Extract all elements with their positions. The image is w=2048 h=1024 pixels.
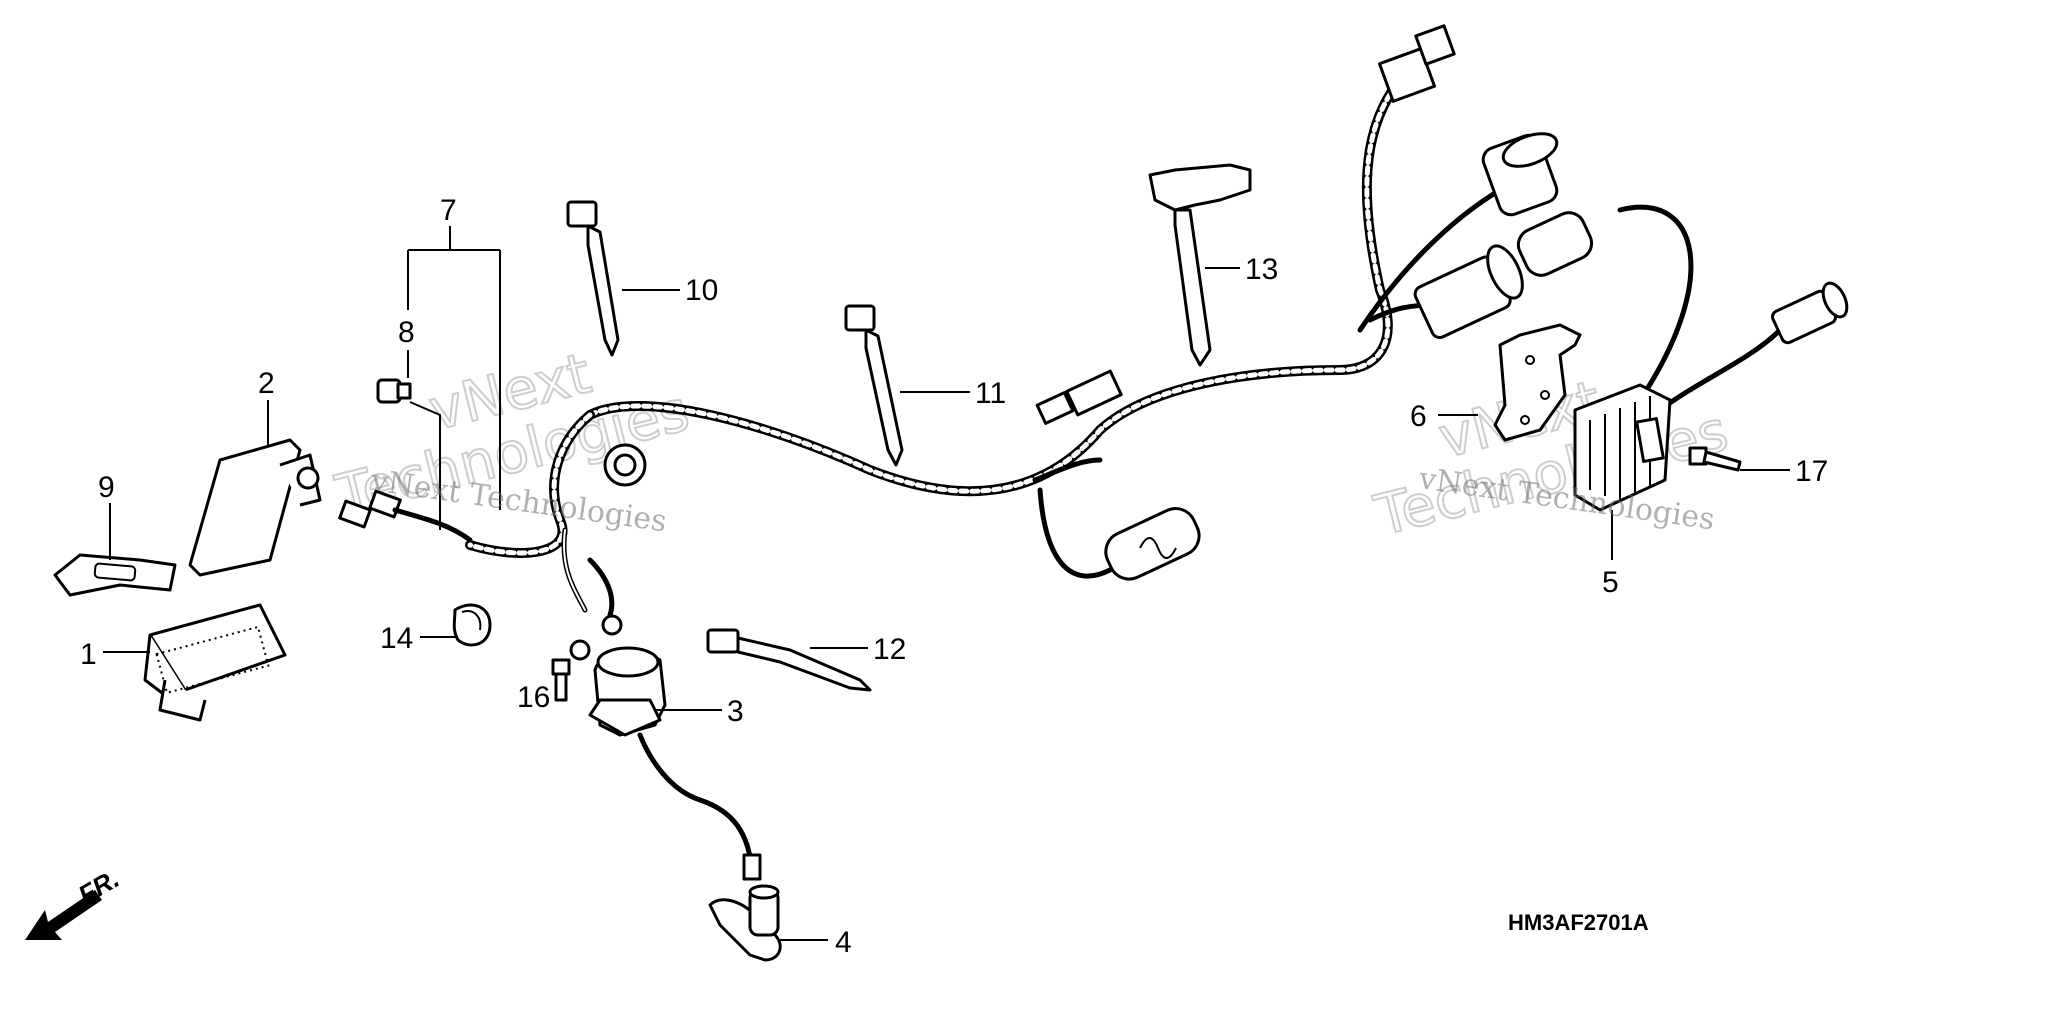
callout-7: 7 xyxy=(440,194,457,227)
harness-connector-mid xyxy=(1035,369,1123,425)
callout-9: 9 xyxy=(98,471,115,504)
part-14-clip xyxy=(452,603,492,647)
callout-6: 6 xyxy=(1410,400,1427,433)
part-16-bolt xyxy=(551,658,571,702)
regulator-connector xyxy=(1771,281,1849,345)
capacitor xyxy=(1481,132,1559,217)
part-1-rubber-mount xyxy=(143,603,287,722)
callout-4: 4 xyxy=(835,926,852,959)
front-direction-arrow: FR. xyxy=(25,863,124,940)
diagram-code: HM3AF2701A xyxy=(1508,910,1649,935)
callouts: 1 2 3 4 5 6 7 8 9 10 11 12 13 14 16 17 xyxy=(80,194,1828,959)
callout-10: 10 xyxy=(685,274,718,307)
fuse-holder xyxy=(1413,211,1594,339)
noise-filter xyxy=(1104,507,1201,581)
part-13-clamp xyxy=(1148,163,1252,367)
part-12-band xyxy=(706,628,872,692)
part-2-cdi-unit xyxy=(188,438,322,577)
part-17-bolt xyxy=(1688,446,1742,472)
leader-lines xyxy=(103,226,1790,941)
ground-terminal xyxy=(569,614,623,661)
callout-17: 17 xyxy=(1795,455,1828,488)
harness-connector-center xyxy=(603,443,647,487)
part-4-plug-cap xyxy=(708,884,782,962)
callout-16: 16 xyxy=(517,681,550,714)
callout-12: 12 xyxy=(873,633,906,666)
harness-connector-top xyxy=(1377,24,1456,103)
callout-1: 1 xyxy=(80,638,97,671)
part-11-cable-tie xyxy=(844,304,904,467)
callout-8: 8 xyxy=(398,316,415,349)
part-10-cable-tie xyxy=(566,200,620,357)
callout-2: 2 xyxy=(258,367,275,400)
part-8-bulb-socket xyxy=(376,378,412,404)
callout-14: 14 xyxy=(380,622,413,655)
part-5-regulator-rectifier xyxy=(1573,383,1672,512)
callout-11: 11 xyxy=(975,377,1006,410)
part-9-bracket xyxy=(53,553,177,597)
part-3-ignition-coil xyxy=(588,646,762,881)
callout-3: 3 xyxy=(727,695,744,728)
callout-13: 13 xyxy=(1245,253,1278,286)
main-harness xyxy=(465,75,1783,618)
harness-connector-left xyxy=(338,489,473,543)
callout-5: 5 xyxy=(1602,566,1619,599)
part-6-regulator-stay xyxy=(1493,323,1582,442)
